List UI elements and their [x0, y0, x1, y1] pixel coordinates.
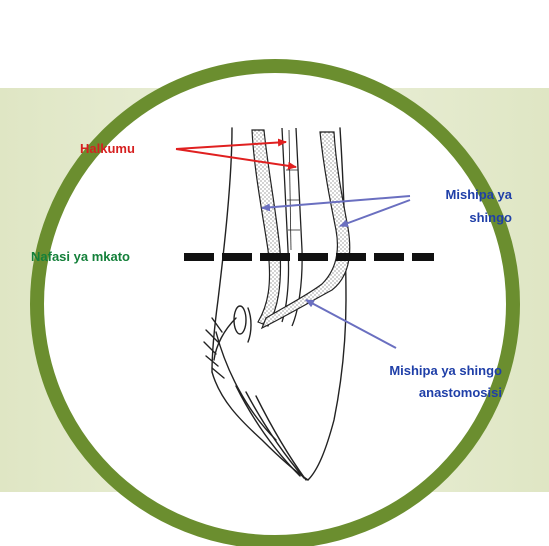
label-anastomosisi-line2: anastomosisi: [419, 385, 502, 400]
label-anastomosisi-line1: Mishipa ya shingo: [389, 363, 502, 378]
label-nafasi-ya-mkato: Nafasi ya mkato: [31, 249, 130, 264]
label-halkumu: Halkumu: [80, 141, 135, 156]
label-mishipa-ya-shingo-line2: shingo: [469, 210, 512, 225]
label-mishipa-ya-shingo-line1: Mishipa ya: [446, 187, 513, 202]
